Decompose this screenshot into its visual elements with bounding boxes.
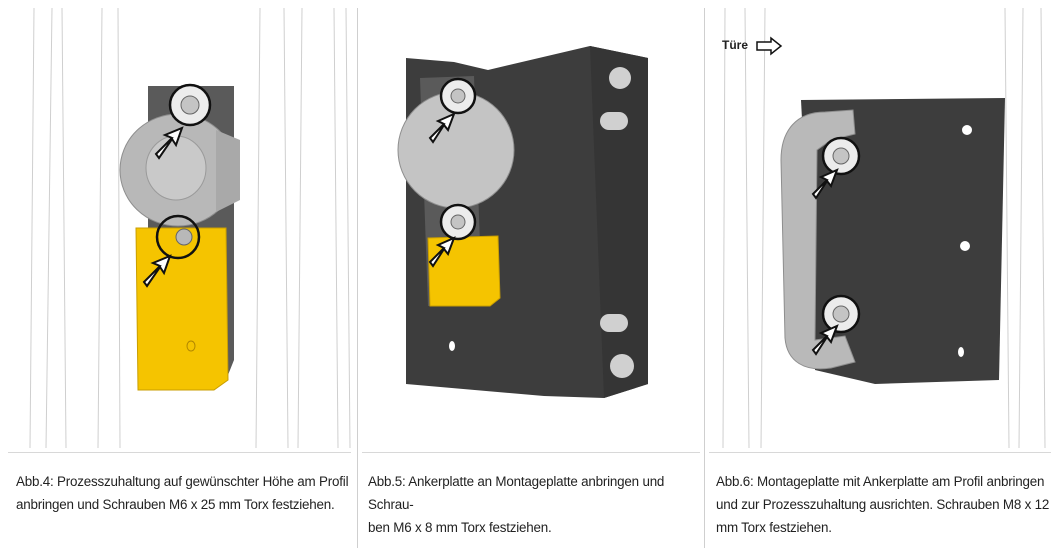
figure-5-caption: Abb.5: Ankerplatte an Montageplatte anbr…: [368, 470, 700, 539]
arrow-icon: [154, 126, 184, 160]
figure-4-caption: Abb.4: Prozesszuhaltung auf gewünschter …: [16, 470, 352, 516]
figure-4-illustration: [29, 7, 351, 449]
caption-line: mm Torx festziehen.: [716, 520, 832, 535]
arrow-icon: [428, 236, 456, 268]
caption-rule: [8, 452, 351, 453]
caption-line: Abb.6: Montageplatte mit Ankerplatte am …: [716, 474, 1045, 489]
caption-line: Abb.4: Prozesszuhaltung auf gewünschter …: [16, 474, 349, 489]
caption-line: und zur Prozesszuhaltung ausrichten. Sch…: [716, 497, 1050, 512]
figure-6-caption: Abb.6: Montageplatte mit Ankerplatte am …: [716, 470, 1054, 539]
door-label: Türe: [722, 38, 749, 52]
figure-5-illustration: [397, 46, 648, 398]
arrow-right-icon: [756, 36, 783, 56]
column-divider: [704, 8, 705, 548]
arrow-icon: [811, 168, 839, 200]
caption-line: Abb.5: Ankerplatte an Montageplatte anbr…: [368, 474, 665, 512]
arrow-icon: [142, 254, 172, 288]
arrow-icon: [428, 112, 456, 144]
caption-line: anbringen und Schrauben M6 x 25 mm Torx …: [16, 497, 335, 512]
column-divider: [357, 8, 358, 548]
figure-6-illustration: [722, 7, 1046, 449]
arrow-icon: [811, 324, 839, 356]
caption-line: ben M6 x 8 mm Torx festziehen.: [368, 520, 552, 535]
caption-rule: [709, 452, 1051, 453]
caption-rule: [362, 452, 700, 453]
